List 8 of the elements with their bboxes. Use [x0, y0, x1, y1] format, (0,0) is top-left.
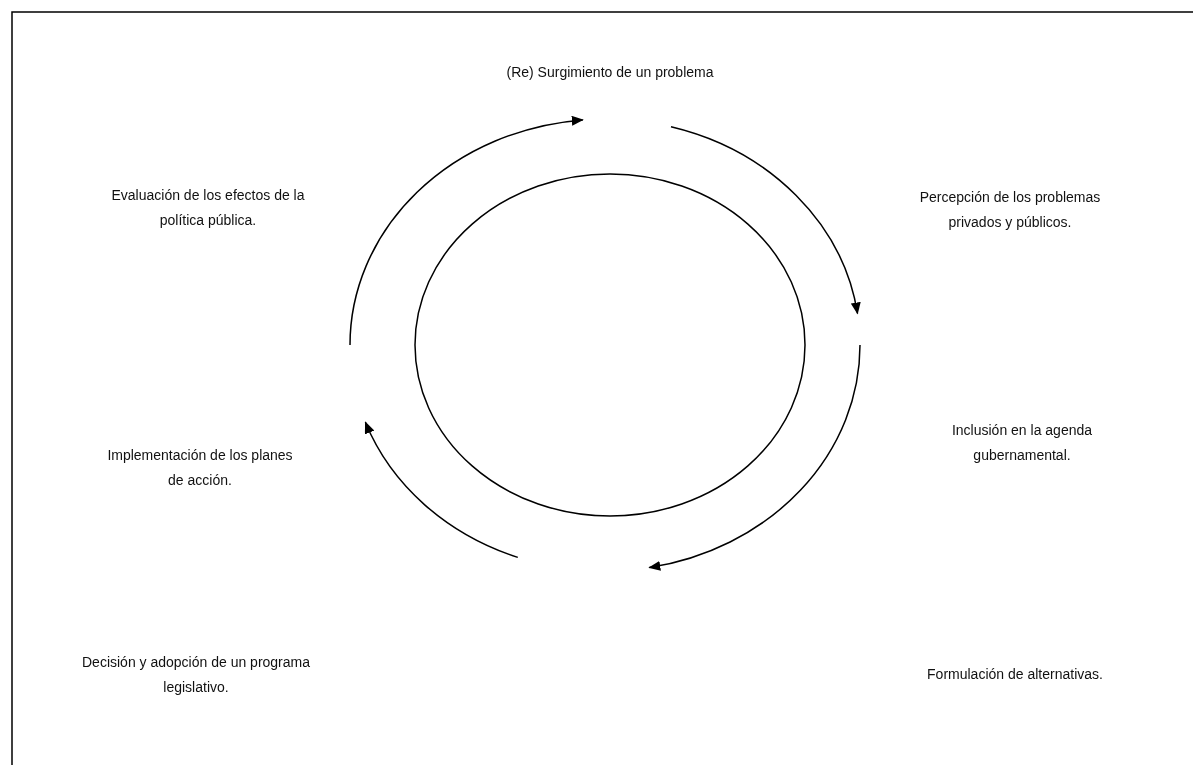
stage-label: Inclusión en la agenda gubernamental.	[950, 421, 1094, 465]
circle-outline	[415, 174, 805, 516]
stage-label: Percepción de los problemas privados y públicos.	[918, 188, 1102, 232]
stage-label: Implementación de los planes de acción.	[106, 446, 294, 490]
stage-label: Evaluación de los efectos de la política pública.	[110, 186, 306, 230]
stage-label: Decisión y adopción de un programa legislativo.	[81, 653, 311, 697]
stage-label: Formulación de alternativas.	[926, 665, 1104, 684]
stage-label: (Re) Surgimiento de un problema	[505, 63, 715, 82]
